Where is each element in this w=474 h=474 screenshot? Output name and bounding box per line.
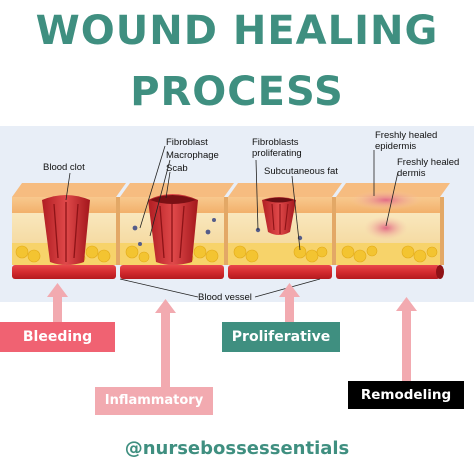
label-freshly-healed-epidermis-2: epidermis	[375, 141, 417, 152]
stage-remodeling: Remodeling	[348, 381, 464, 409]
stage-proliferative: Proliferative	[222, 322, 340, 352]
label-freshly-healed-epidermis-1: Freshly healed	[375, 130, 438, 141]
label-fibroblasts-proliferating-1: Fibroblasts	[252, 137, 299, 148]
label-scab: Scab	[166, 163, 188, 174]
label-macrophage: Macrophage	[166, 150, 219, 161]
leader-lines	[65, 145, 399, 298]
label-freshly-healed-dermis-2: dermis	[397, 168, 426, 179]
title-line-1: WOUND HEALING	[35, 8, 439, 54]
blood-vessel	[12, 265, 444, 279]
stage-arrows	[47, 283, 417, 387]
social-handle: @nursebossessentials	[124, 438, 350, 459]
blood-clot-stage-1	[42, 195, 90, 265]
healed-skin-stage-4	[350, 190, 422, 240]
stage-inflammatory: Inflammatory	[95, 387, 213, 415]
label-freshly-healed-dermis-1: Freshly healed	[397, 157, 460, 168]
stage-bleeding: Bleeding	[0, 322, 115, 352]
label-blood-vessel: Blood vessel	[198, 292, 252, 303]
clot-with-scab-stage-2	[132, 194, 216, 265]
label-blood-clot: Blood clot	[43, 162, 85, 173]
title-line-2: PROCESS	[130, 69, 344, 115]
label-fibroblast: Fibroblast	[166, 137, 208, 148]
label-subcutaneous-fat: Subcutaneous fat	[264, 166, 338, 177]
label-fibroblasts-proliferating-2: proliferating	[252, 148, 302, 159]
